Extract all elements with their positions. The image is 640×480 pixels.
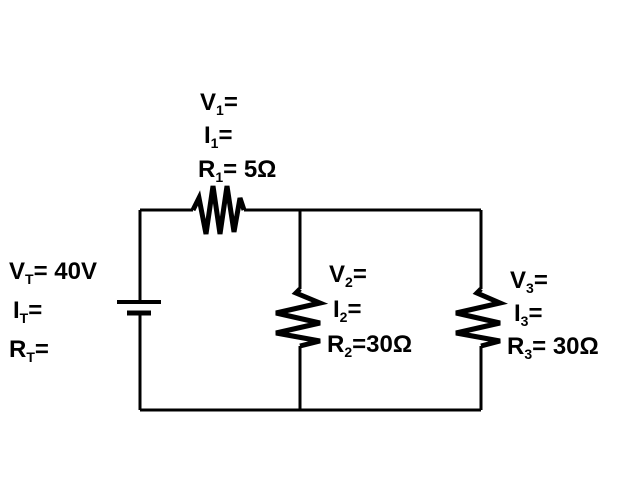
v1-label: V1= bbox=[200, 89, 238, 118]
r1-labels: V1= I1= R1= 5Ω bbox=[198, 89, 276, 185]
vt-label: VT= 40V bbox=[9, 258, 97, 287]
resistor-r2-zigzag bbox=[275, 287, 329, 349]
r1-label: R1= 5Ω bbox=[198, 156, 276, 185]
i1-label: I1= bbox=[204, 122, 232, 151]
resistor-r1-zigzag bbox=[190, 185, 247, 235]
r2-labels: V2= I2= R2=30Ω bbox=[327, 261, 412, 360]
r3-label: R3= 30Ω bbox=[507, 333, 599, 362]
v2-label: V2= bbox=[329, 261, 367, 290]
r2-label: R2=30Ω bbox=[327, 331, 412, 360]
battery-symbol bbox=[117, 300, 161, 316]
i3-label: I3= bbox=[514, 300, 542, 329]
r3-labels: V3= I3= R3= 30Ω bbox=[507, 267, 599, 362]
wires bbox=[138, 208, 483, 412]
resistor-r3-zigzag bbox=[455, 287, 508, 349]
it-label: IT= bbox=[13, 297, 42, 326]
rt-label: RT= bbox=[9, 336, 49, 365]
source-labels: VT= 40V IT= RT= bbox=[9, 258, 97, 365]
i2-label: I2= bbox=[333, 296, 361, 325]
v3-label: V3= bbox=[510, 267, 548, 296]
